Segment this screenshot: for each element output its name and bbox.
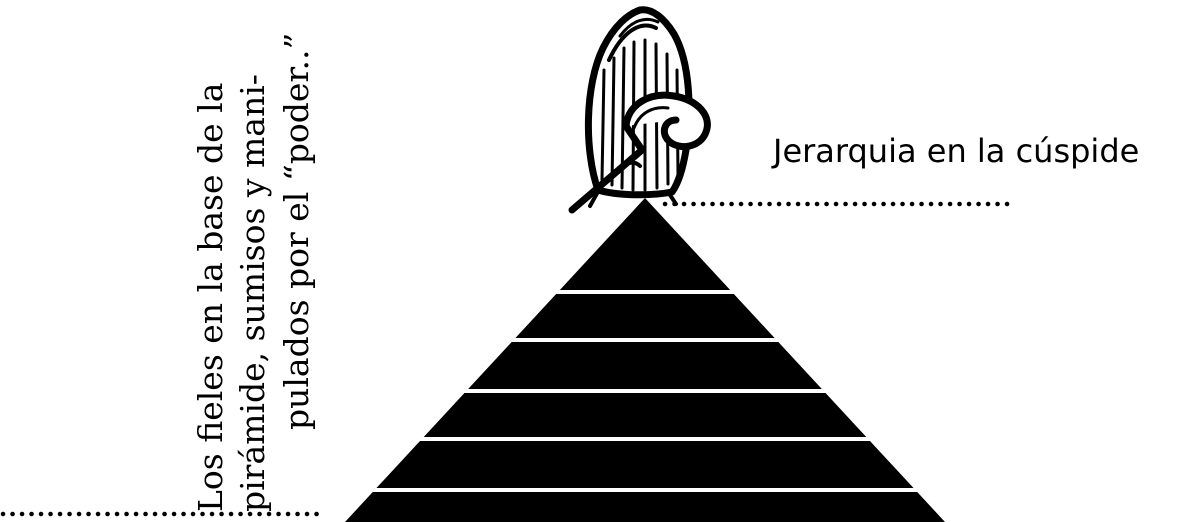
side-label-line-3: pulados por el “poder..” bbox=[276, 33, 318, 430]
side-label-line-1: Los fieles en la base de la bbox=[190, 83, 232, 512]
side-label-line-2: pirámide, sumisos y mani- bbox=[232, 74, 274, 512]
pyramid-body bbox=[345, 198, 945, 522]
apex-label: Jerarquia en la cúspide bbox=[773, 132, 1139, 170]
hierarchy-pyramid bbox=[345, 198, 945, 522]
base-description: Los fieles en la base de la pirámide, su… bbox=[190, 0, 320, 522]
mitre-and-crozier-icon bbox=[572, 10, 707, 210]
